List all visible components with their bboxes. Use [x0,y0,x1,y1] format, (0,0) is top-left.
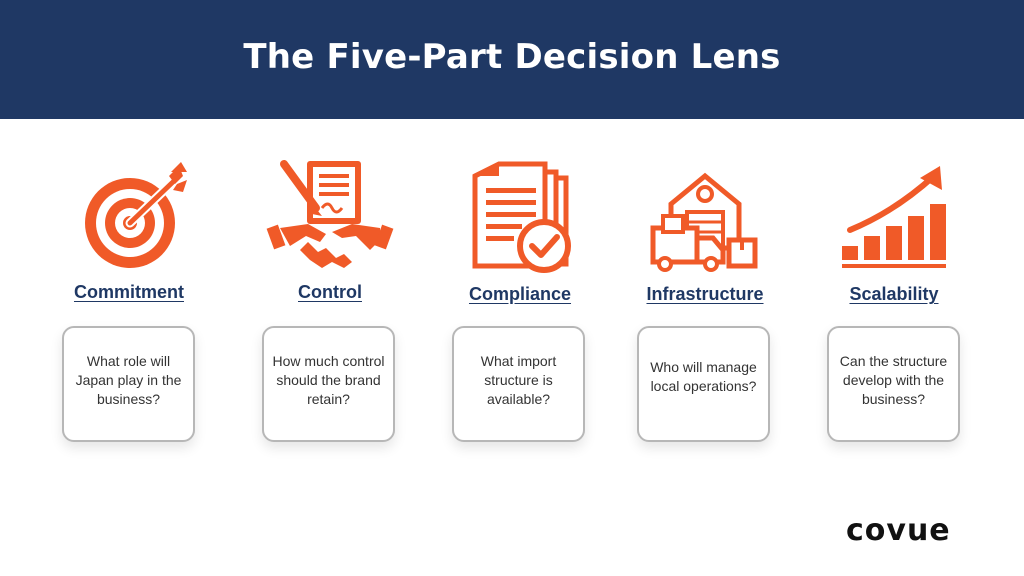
growth-chart-icon [794,150,994,278]
covue-logo: covue [846,513,951,548]
question-text: What import structure is available? [480,353,557,407]
pillar-infrastructure: Infrastructure Who will manage local ope… [605,0,805,576]
pillar-label: Scalability [849,284,939,304]
pillar-commitment: Commitment What role will Japan play in … [29,0,229,576]
question-card: How much control should the brand retain… [262,326,395,442]
pillar-label: Control [298,282,362,302]
target-icon [29,150,229,278]
question-text: What role will Japan play in the busines… [75,353,182,407]
question-card: Who will manage local operations? [637,326,770,442]
document-check-icon [420,150,620,278]
pillar-label: Commitment [73,282,184,302]
question-card: Can the structure develop with the busin… [827,326,960,442]
question-text: Who will manage local operations? [650,359,757,394]
pillar-label: Infrastructure [646,284,764,304]
question-text: How much control should the brand retain… [272,353,385,407]
question-card: What role will Japan play in the busines… [62,326,195,442]
pillar-control: Control How much control should the bran… [230,0,430,576]
warehouse-truck-icon [605,150,805,278]
contract-handshake-icon [230,150,430,278]
pillar-label: Compliance [468,284,572,304]
page-title: The Five-Part Decision Lens [243,36,781,77]
pillar-compliance: Compliance What import structure is avai… [420,0,620,576]
header-banner: The Five-Part Decision Lens [0,0,1024,119]
question-text: Can the structure develop with the busin… [839,353,948,407]
pillar-scalability: Scalability Can the structure develop wi… [794,0,994,576]
question-card: What import structure is available? [452,326,585,442]
